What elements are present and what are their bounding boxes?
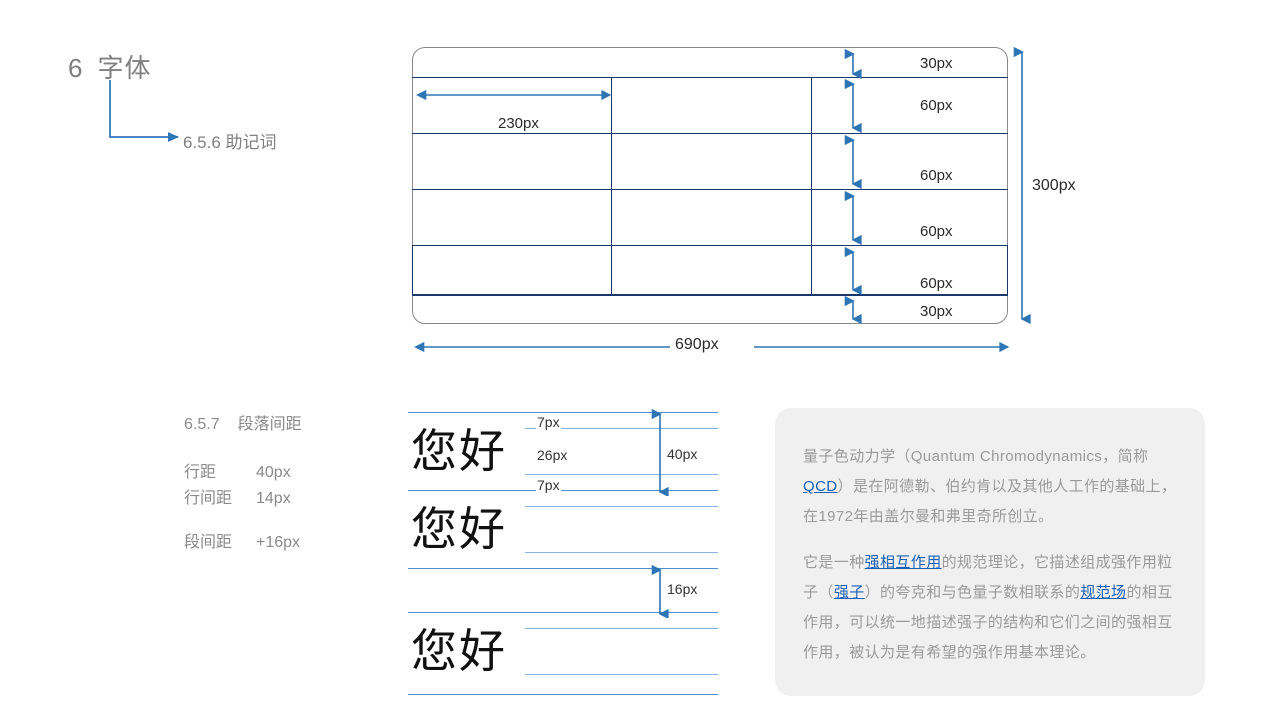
table-spec-diagram: 30px 60px 60px 60px 60px 30px 230px 300p… (412, 47, 1076, 353)
elbow-connector-arrow (109, 80, 180, 142)
measure-arrow-pad-bottom (844, 296, 862, 324)
label-lead-bottom: 7px (536, 477, 561, 493)
highlighted-row-box (412, 245, 1008, 295)
qcd-p1-text-1: 量子色动力学（Quantum Chromodynamics，简称 (803, 448, 1149, 465)
measure-arrow-paragraph-gap (651, 564, 669, 618)
measure-arrow-line-height (651, 408, 669, 496)
typography-demo: 您好 7px 26px 7px 40px 您好 16px 您好 (408, 406, 718, 702)
subsection-label: 6.5.6 助记词 (183, 133, 277, 152)
link-hadron[interactable]: 强子 (833, 584, 865, 601)
measure-arrow-row-1 (844, 79, 862, 133)
paragraph-spec-block: 6.5.7 段落间距 行距 40px 行间距 14px 段间距 +16px (184, 410, 302, 556)
guide-line-2-cap-top (525, 506, 718, 507)
sample-text-line-3: 您好 (411, 625, 507, 677)
label-total-height: 300px (1032, 177, 1076, 194)
guide-line-2-cap-bottom (525, 552, 718, 553)
guide-line-1-top (408, 412, 718, 413)
label-row-3: 60px (920, 223, 953, 240)
measure-arrow-row-4 (844, 247, 862, 295)
guide-line-3-cap-top (525, 628, 718, 629)
grid-line-v-1 (611, 77, 612, 295)
grid-line-h-2 (412, 133, 1008, 134)
section-number: 6 (68, 53, 84, 83)
spec-row-line-gap: 行间距 14px (184, 486, 302, 512)
guide-line-1-cap-bottom (525, 474, 718, 475)
guide-line-1-cap-top (525, 428, 718, 429)
spec-row-line-height: 行距 40px (184, 460, 302, 486)
spec-value-line-gap: 14px (256, 490, 291, 507)
measure-arrow-row-3 (844, 191, 862, 245)
measure-arrow-total-width (414, 341, 1010, 353)
grid-line-h-1 (412, 77, 1008, 78)
qcd-p2-text-2: 的规范理论，它描述组成强作用粒子（ (803, 554, 1173, 601)
grid-line-v-2 (811, 77, 812, 295)
label-row-4: 60px (920, 275, 953, 292)
guide-line-3-bottom (408, 694, 718, 695)
sample-text-line-2: 您好 (411, 503, 507, 555)
spec-spacer (184, 512, 302, 530)
grid-line-h-5 (412, 295, 1008, 296)
label-total-width: 690px (675, 336, 719, 353)
qcd-p2-text-4: 的相互作用，可以统一地描述强子的结构和它们之间的强相互作用，被认为是有希望的强作… (803, 584, 1173, 661)
spec-row-paragraph-gap: 段间距 +16px (184, 530, 302, 556)
page-title: 6 字体 (68, 48, 151, 85)
qcd-p2-text-1: 它是一种 (803, 554, 865, 571)
label-column-width: 230px (498, 115, 539, 132)
guide-line-1-bottom (408, 490, 718, 491)
measure-arrow-column-width (416, 89, 612, 101)
link-gauge-field[interactable]: 规范场 (1080, 584, 1127, 601)
measure-arrow-pad-top (844, 49, 862, 79)
section-title-label: 字体 (97, 53, 152, 83)
paragraph-spec-heading: 6.5.7 段落间距 (184, 410, 302, 434)
label-lead-top: 7px (536, 414, 561, 430)
qcd-paragraph-2: 它是一种强相互作用的规范理论，它描述组成强作用粒子（强子）的夸克和与色量子数相联… (803, 548, 1177, 668)
qcd-p1-text-2: ）是在阿德勒、伯约肯以及其他人工作的基础上，在1972年由盖尔曼和弗里奇所创立。 (803, 478, 1177, 525)
spec-value-line-height: 40px (256, 464, 291, 481)
guide-line-3-cap-bottom (525, 674, 718, 675)
guide-line-gap-top (408, 568, 718, 569)
paragraph-spec-number: 6.5.7 (184, 416, 220, 433)
label-pad-top: 30px (920, 55, 953, 72)
link-qcd[interactable]: QCD (803, 478, 838, 495)
label-cap-height: 26px (536, 447, 569, 463)
link-strong-interaction[interactable]: 强相互作用 (864, 554, 942, 571)
sample-paragraph-card: 量子色动力学（Quantum Chromodynamics，简称 QCD）是在阿德… (775, 408, 1205, 696)
label-row-2: 60px (920, 167, 953, 184)
sample-text-line-1: 您好 (411, 425, 507, 477)
label-line-height: 40px (667, 446, 698, 462)
spec-value-paragraph-gap: +16px (256, 534, 301, 551)
measure-arrow-total-height (1013, 47, 1031, 324)
label-paragraph-gap: 16px (667, 581, 698, 597)
spec-key-line-gap: 行间距 (184, 490, 233, 507)
spec-key-line-height: 行距 (184, 464, 217, 481)
qcd-p2-text-3: ）的夸克和与色量子数相联系的 (864, 584, 1081, 601)
grid-line-h-3 (412, 189, 1008, 190)
qcd-paragraph-1: 量子色动力学（Quantum Chromodynamics，简称 QCD）是在阿德… (803, 442, 1177, 532)
spec-key-paragraph-gap: 段间距 (184, 534, 233, 551)
label-pad-bottom: 30px (920, 303, 953, 320)
paragraph-spec-label: 段落间距 (237, 416, 302, 433)
measure-arrow-row-2 (844, 135, 862, 189)
label-row-1: 60px (920, 97, 953, 114)
guide-line-gap-bottom (408, 612, 718, 613)
